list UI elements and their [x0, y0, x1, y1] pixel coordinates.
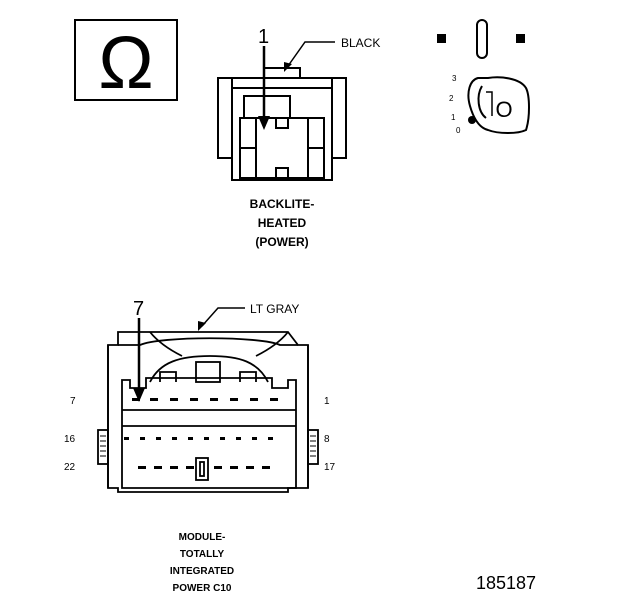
tipm-right-pin-8: 8 — [324, 434, 330, 445]
backlite-color-label: BLACK — [341, 36, 380, 50]
tipm-row-2-pins — [124, 437, 273, 440]
tipm-connector — [97, 331, 319, 493]
backlite-connector — [217, 67, 347, 181]
tipm-name-line-1: MODULE- — [179, 532, 226, 543]
ohm-symbol-box: Ω — [74, 19, 178, 104]
tipm-lock-tab-hatch — [100, 435, 316, 457]
ignition-position-1: 1 — [451, 113, 456, 122]
tipm-left-pin-16: 16 — [64, 434, 76, 445]
backlite-name-line-2: HEATED — [258, 216, 307, 230]
tipm-color-label: LT GRAY — [250, 302, 299, 316]
tipm-row-1-pins — [132, 398, 278, 401]
tipm-pin-callout: 7 — [133, 298, 144, 320]
ignition-key-icon — [437, 19, 530, 134]
ignition-key-letter: O — [495, 97, 512, 122]
figure-number: 185187 — [476, 573, 536, 593]
backlite-name-line-3: (POWER) — [255, 235, 308, 249]
tipm-left-pin-7: 7 — [70, 396, 76, 407]
backlite-pin-callout: 1 — [258, 26, 269, 48]
ignition-position-0: 0 — [456, 126, 461, 135]
tipm-right-pin-1: 1 — [324, 396, 330, 407]
tipm-name-line-3: INTEGRATED — [170, 566, 234, 577]
tipm-name-line-4: POWER C10 — [173, 583, 232, 594]
backlite-callouts — [258, 41, 335, 130]
ignition-position-3: 3 — [452, 74, 457, 83]
ohm-symbol-icon: Ω — [98, 21, 153, 104]
backlite-name-line-1: BACKLITE- — [250, 197, 315, 211]
tipm-row-3-pins — [138, 466, 270, 469]
tipm-right-pin-17: 17 — [324, 462, 336, 473]
ignition-position-2: 2 — [449, 94, 454, 103]
tipm-left-pin-22: 22 — [64, 462, 76, 473]
tipm-name-line-2: TOTALLY — [180, 549, 225, 560]
tipm-callouts — [133, 307, 245, 402]
